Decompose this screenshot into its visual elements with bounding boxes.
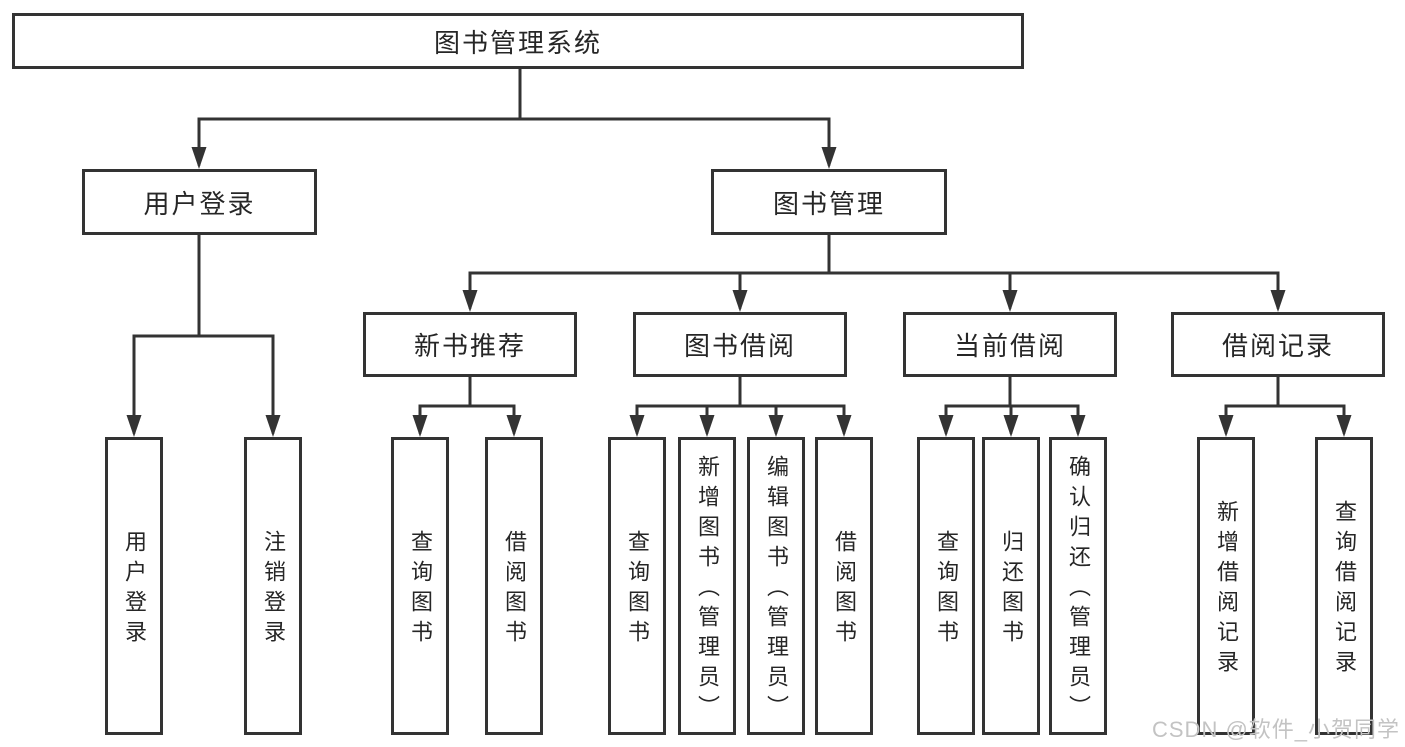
watermark: CSDN @软件_小贺同学 [1152,717,1401,742]
leaf-label: 新增图书（管理员） [695,455,720,725]
arrowhead-icon [1070,415,1086,437]
arrowhead-icon [1003,415,1019,437]
leaf-borrow-query-books: 查询图书 [608,437,666,735]
arrowhead-icon [1218,415,1234,437]
arrowhead-icon [938,415,954,437]
node-current-borrow: 当前借阅 [903,312,1117,377]
leaf-label: 查询图书 [934,530,959,650]
leaf-borrow-borrow-books: 借阅图书 [815,437,873,735]
leaf-current-query-books: 查询图书 [917,437,975,735]
leaf-label: 新增借阅记录 [1214,500,1239,680]
leaf-label: 借阅图书 [502,530,527,650]
arrowhead-icon [191,147,207,169]
leaf-label: 查询图书 [625,530,650,650]
arrowhead-icon [629,415,645,437]
arrowhead-icon [699,415,715,437]
arrowhead-icon [1270,290,1286,312]
leaf-records-query-borrow-record: 查询借阅记录 [1315,437,1373,735]
node-label: 当前借阅 [953,331,1066,361]
leaf-label: 归还图书 [999,530,1024,650]
leaf-label: 确认归还（管理员） [1066,455,1091,725]
arrowhead-icon [462,290,478,312]
tree-edges [132,67,1346,434]
leaf-records-add-borrow-record: 新增借阅记录 [1197,437,1255,735]
arrowhead-icon [732,290,748,312]
node-label: 图书管理 [772,188,885,219]
leaf-borrow-edit-books-admin: 编辑图书（管理员） [747,437,805,735]
leaf-label: 查询借阅记录 [1332,500,1357,680]
arrowhead-icon [1336,415,1352,437]
leaf-label: 用户登录 [122,530,147,650]
arrowhead-icon [265,415,281,437]
node-label: 图书管理系统 [433,27,602,58]
arrowhead-icon [1002,290,1018,312]
arrowhead-icon [126,415,142,437]
node-label: 借阅记录 [1221,331,1334,361]
leaf-current-return-books: 归还图书 [982,437,1040,735]
arrowhead-icon [506,415,522,437]
node-label: 用户登录 [143,188,256,219]
node-borrow-records: 借阅记录 [1171,312,1385,377]
arrowhead-icon [768,415,784,437]
leaf-newbook-borrow-books: 借阅图书 [485,437,543,735]
arrowhead-icon [412,415,428,437]
node-label: 图书借阅 [683,331,796,361]
leaf-label: 编辑图书（管理员） [764,455,789,725]
node-book-borrow: 图书借阅 [633,312,847,377]
leaf-user-login: 用户登录 [105,437,163,735]
arrowhead-icon [821,147,837,169]
node-book-management: 图书管理 [711,169,947,235]
leaf-current-confirm-return-admin: 确认归还（管理员） [1049,437,1107,735]
node-library-management-system: 图书管理系统 [12,13,1024,69]
leaf-label: 查询图书 [408,530,433,650]
leaf-label: 借阅图书 [832,530,857,650]
node-new-book-recommend: 新书推荐 [363,312,577,377]
leaf-borrow-add-books-admin: 新增图书（管理员） [678,437,736,735]
node-label: 新书推荐 [413,331,526,361]
node-user-login: 用户登录 [82,169,317,235]
arrowhead-icon [836,415,852,437]
leaf-label: 注销登录 [261,530,286,650]
leaf-newbook-query-books: 查询图书 [391,437,449,735]
leaf-logout-login: 注销登录 [244,437,302,735]
